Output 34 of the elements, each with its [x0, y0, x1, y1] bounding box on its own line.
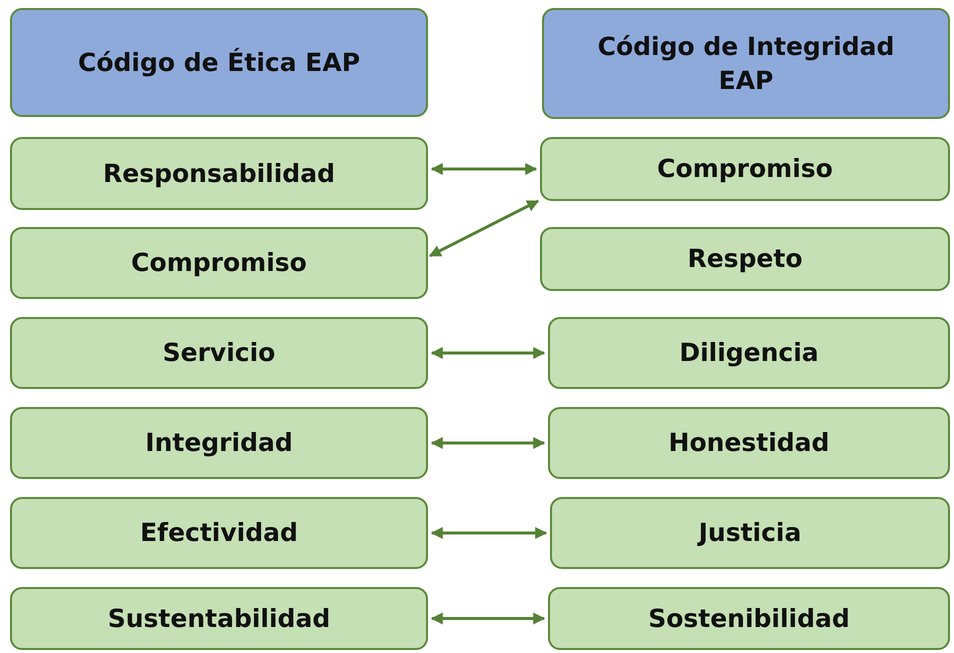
double-arrow [430, 347, 546, 359]
value-box [550, 497, 950, 569]
double-arrow [430, 163, 538, 175]
value-box [10, 227, 428, 299]
label-text: Compromiso [657, 153, 833, 186]
value-box [10, 497, 428, 569]
value-box [10, 587, 428, 650]
label-text: Sustentabilidad [108, 602, 330, 635]
value-box [540, 227, 950, 291]
value-box [10, 317, 428, 389]
label-text: Efectividad [140, 517, 298, 550]
header-box [542, 8, 950, 119]
value-box [540, 137, 950, 201]
double-arrow [430, 437, 546, 449]
label-text: Código de Integridad EAP [596, 30, 896, 96]
double-arrow [430, 527, 548, 539]
label-text: Diligencia [679, 337, 819, 370]
label-text: Compromiso [131, 247, 307, 280]
label-text: Sostenibilidad [648, 602, 850, 635]
value-box [548, 317, 950, 389]
value-box [10, 137, 428, 210]
label-text: Respeto [687, 243, 803, 276]
value-box [548, 407, 950, 479]
label-text: Integridad [145, 427, 293, 460]
label-text: Honestidad [668, 427, 830, 460]
header-box [10, 8, 428, 117]
label-text: Código de Ética EAP [76, 46, 362, 79]
value-box [548, 587, 950, 650]
double-arrow [428, 200, 540, 258]
double-arrow [430, 612, 546, 624]
label-text: Justicia [698, 517, 802, 550]
label-text: Responsabilidad [103, 158, 335, 190]
value-box [10, 407, 428, 479]
label-text: Servicio [162, 337, 276, 370]
